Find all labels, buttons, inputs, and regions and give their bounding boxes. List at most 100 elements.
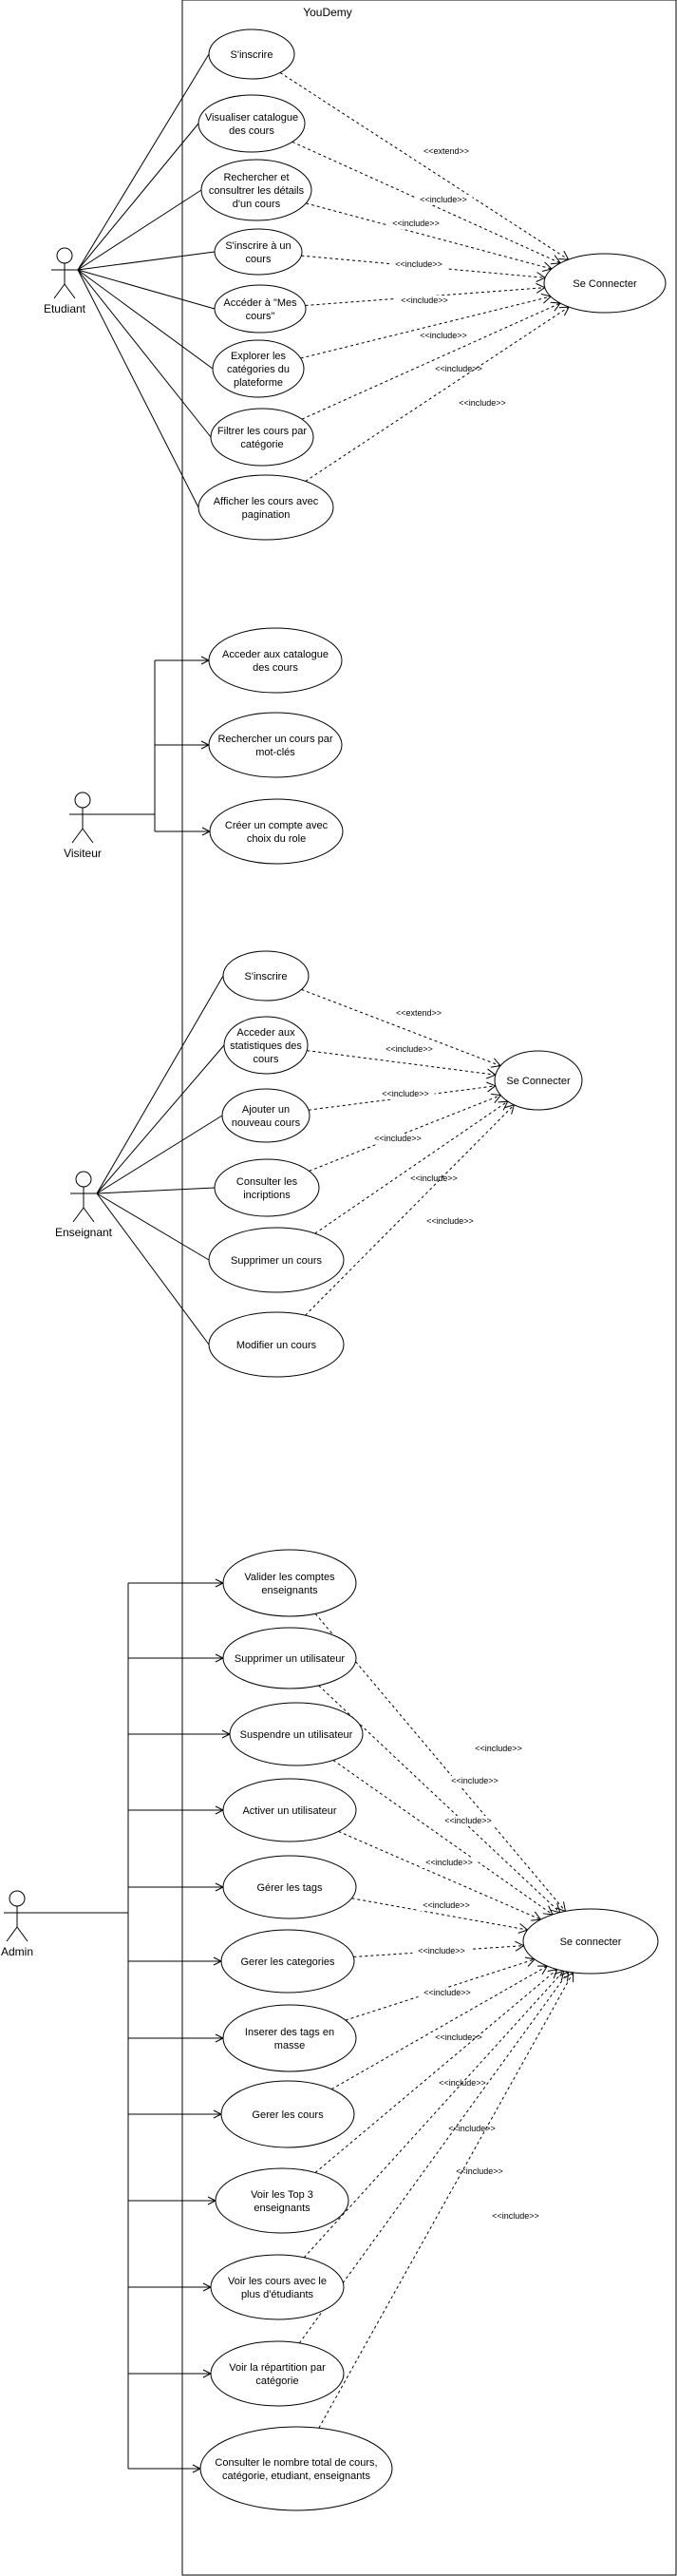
use-case-ellipse <box>208 1311 345 1378</box>
association-line <box>96 1115 223 1194</box>
use-case-ellipse <box>220 1929 355 1994</box>
dependency-label-bg <box>414 195 473 205</box>
dependency-extend-line <box>301 988 501 1068</box>
use-case-label: Se connecter <box>560 1937 622 1948</box>
use-case-ellipse <box>222 1627 357 1689</box>
dependency-label-bg <box>421 1216 480 1227</box>
dependency-extend-label: <<extend>> <box>423 146 469 156</box>
dependency-include-label: <<include>> <box>423 1900 470 1910</box>
dependency-label-bg <box>420 146 473 157</box>
dependency-include-line <box>291 141 562 265</box>
use-case-label: cours <box>254 1054 279 1065</box>
use-case-label: nouveau cours <box>232 1117 301 1129</box>
use-case-ellipse <box>214 228 303 276</box>
dependency-include-line <box>318 1685 561 1914</box>
dependency-include-label: <<include>> <box>475 1744 522 1753</box>
dependency-include-label: <<include>> <box>420 331 467 340</box>
use-case-label: cours <box>246 254 272 265</box>
use-case-ellipse <box>222 950 310 1002</box>
use-case-label: Voir les Top 3 <box>251 2189 313 2201</box>
use-case-label: Acceder aux catalogue <box>222 649 329 660</box>
dependency-include-label: <<include>> <box>382 1089 429 1098</box>
actor-etudiant: Etudiant <box>44 247 86 315</box>
association-line <box>96 1193 210 1345</box>
use-case-label: Activer un utilisateur <box>242 1805 336 1817</box>
association-line <box>96 975 224 1194</box>
use-case-label: Supprimer un cours <box>231 1255 322 1267</box>
use-case-label: des cours <box>229 125 274 137</box>
dependency-include-label: <<include>> <box>456 2166 503 2176</box>
actor-head <box>74 792 91 809</box>
use-case-ellipse <box>215 2167 349 2234</box>
association-line <box>96 1193 210 1261</box>
use-case-t_login: Se Connecter <box>494 1050 583 1111</box>
use-case-label: d'un cours <box>233 199 281 210</box>
dependency-label-bg <box>376 1089 435 1099</box>
actor-head <box>56 247 73 264</box>
use-case-label: Acceder aux <box>236 1027 295 1039</box>
dependency-include-label: <<include>> <box>374 1134 422 1143</box>
association-line <box>77 269 214 370</box>
dependency-include-line <box>298 1971 570 2344</box>
use-case-ellipse <box>222 2004 357 2072</box>
dependency-include-line <box>301 301 561 420</box>
use-case-a5: Gérer les tags <box>222 1855 357 1919</box>
dependency-include-label: <<include>> <box>423 1988 471 1997</box>
association-line <box>77 53 210 271</box>
dependency-extend-label: <<extend>> <box>396 1008 442 1018</box>
use-case-label: Filtrer les cours par <box>217 426 307 437</box>
use-case-ellipse <box>209 798 344 865</box>
dependency-include-line <box>314 1100 509 1234</box>
use-case-a_login: Se connecter <box>522 1908 659 1975</box>
use-case-label: Rechercher et <box>223 172 289 183</box>
system-boundary <box>181 0 677 2576</box>
dependency-include-label: <<include>> <box>386 1044 433 1054</box>
use-case-t6: Modifier un cours <box>208 1311 345 1378</box>
use-case-ellipse <box>222 1778 357 1842</box>
dependency-extend-line <box>279 71 570 260</box>
use-case-label: catégorie <box>240 439 283 450</box>
use-case-label: pagination <box>242 509 291 521</box>
actor-head <box>9 1890 26 1907</box>
use-case-t1: S'inscrire <box>222 950 310 1002</box>
dependency-label-bg <box>380 1044 439 1055</box>
dependency-label-bg <box>412 1946 471 1956</box>
dependency-label-bg <box>395 296 454 306</box>
dependency-include-label: <<include>> <box>451 1776 498 1785</box>
dependency-include-line <box>306 202 553 273</box>
use-case-ellipse <box>212 339 305 398</box>
actor-label: Visiteur <box>64 847 102 860</box>
dependency-include-label: <<include>> <box>426 1216 474 1226</box>
use-case-label: Explorer les <box>231 351 287 362</box>
association-line <box>77 269 216 310</box>
use-case-t5: Supprimer un cours <box>208 1227 345 1293</box>
use-case-label: plateforme <box>234 377 283 389</box>
dependency-include-label: <<include>> <box>392 219 440 228</box>
dependency-include-line <box>318 1971 574 2429</box>
use-case-label: Consulter les <box>236 1176 298 1188</box>
use-case-ellipse <box>220 2080 355 2148</box>
use-case-label: Inserer des tags en <box>245 2027 334 2038</box>
dependency-include-line <box>314 1612 567 1913</box>
use-case-label: catégories du <box>227 364 290 375</box>
use-case-label: Valider les comptes <box>244 1572 335 1583</box>
use-case-a3: Suspendre un utilisateur <box>229 1702 364 1766</box>
use-case-label: cours" <box>246 311 275 322</box>
use-case-ellipse <box>222 1855 357 1919</box>
use-case-ellipse <box>221 1088 310 1143</box>
dependency-include-label: <<include>> <box>425 1858 473 1867</box>
dependency-label-bg <box>439 1816 498 1826</box>
dependency-include-label: <<include>> <box>459 398 506 408</box>
actor-label: Enseignant <box>55 1226 113 1239</box>
dependency-label-bg <box>442 2124 501 2134</box>
use-case-ellipse <box>208 1227 345 1293</box>
use-case-e7: Filtrer les cours par catégorie <box>210 408 314 467</box>
dependency-label-bg <box>429 364 488 374</box>
use-case-label: Afficher les cours avec <box>214 496 319 507</box>
use-case-e_login: Se Connecter <box>543 253 667 314</box>
